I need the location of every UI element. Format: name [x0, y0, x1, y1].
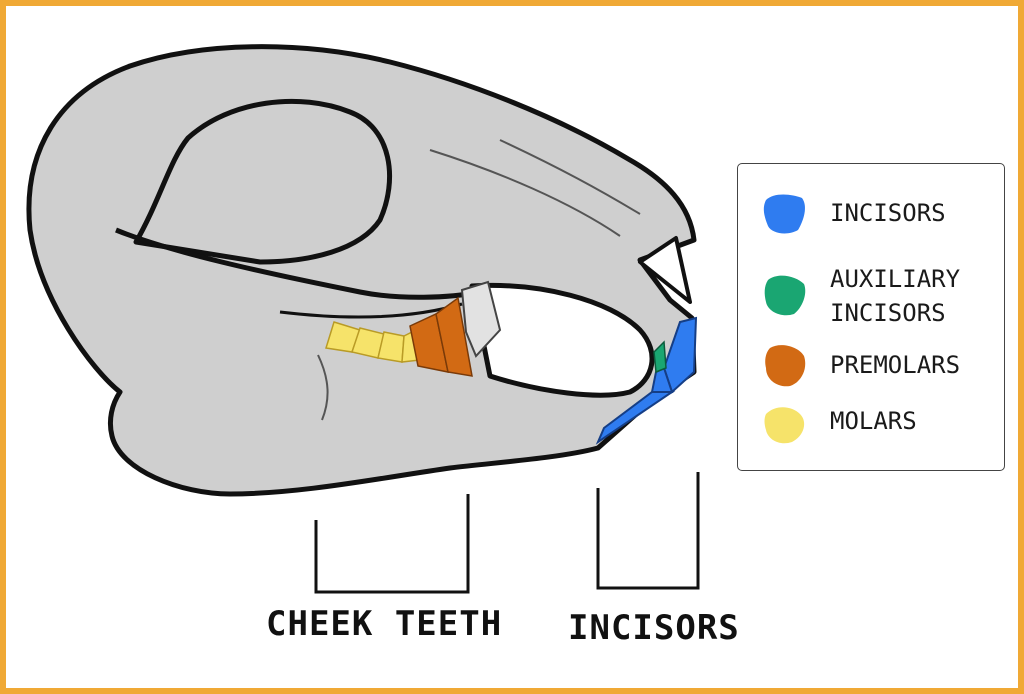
auxiliary-incisor-tooth: [653, 340, 667, 374]
legend-label-auxiliary-incisors: AUXILIARY INCISORS: [830, 265, 961, 327]
diastema-gap: [469, 282, 655, 398]
cheek-teeth-bracket: [314, 494, 470, 594]
molars-teeth: [325, 321, 421, 363]
legend-label-incisors: INCISORS: [830, 199, 946, 227]
arch-underside: [279, 302, 463, 319]
incisor-teeth: [595, 316, 698, 445]
incisors-label: INCISORS: [568, 608, 740, 648]
zygomatic-arch: [115, 227, 481, 300]
molars-swatch-icon: [764, 407, 805, 444]
skull-outline: [26, 44, 697, 497]
auxiliary-incisors-swatch-icon: [764, 275, 806, 316]
legend-label-molars: MOLARS: [830, 407, 917, 435]
legend: INCISORS AUXILIARY INCISORS PREMOLARS MO…: [737, 163, 1005, 471]
nasal-opening: [638, 236, 692, 304]
premolars-teeth: [409, 296, 473, 377]
cheek-teeth-label: CHEEK TEETH: [266, 604, 503, 644]
incisors-bracket: [596, 472, 700, 590]
legend-label-premolars: PREMOLARS: [830, 351, 961, 379]
premolars-swatch-icon: [765, 345, 806, 387]
incisors-swatch-icon: [763, 194, 805, 234]
eye-orbit: [133, 98, 393, 265]
